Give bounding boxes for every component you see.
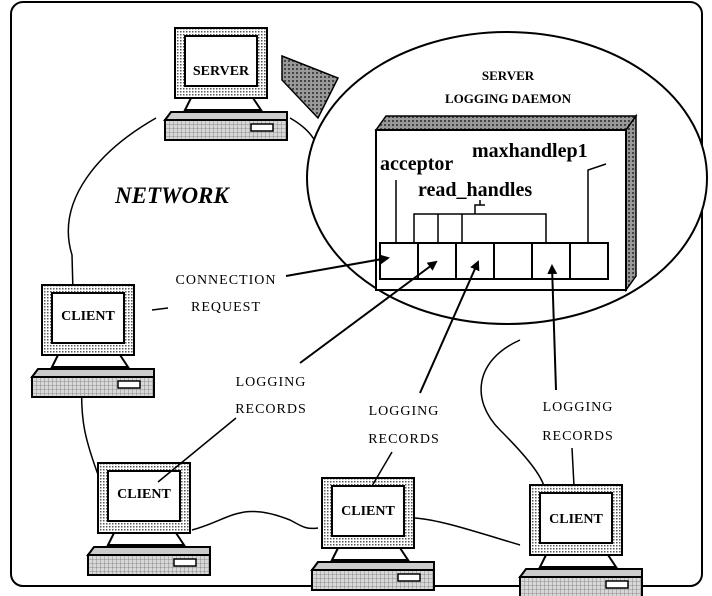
zoom-wedge <box>281 54 340 120</box>
handle-slot <box>493 242 533 280</box>
logging-records-1-arrow <box>299 260 438 364</box>
logging-records-3-line1: LOGGING <box>543 400 614 415</box>
client-3-monitor-label: CLIENT <box>341 504 395 519</box>
logging-records-1-line1: LOGGING <box>236 375 307 390</box>
connection-request-leader <box>151 307 169 311</box>
logging-records-3-line2: RECORDS <box>542 429 614 444</box>
logging-records-2-line1: LOGGING <box>369 404 440 419</box>
handle-slot <box>379 242 419 280</box>
connection-request-arrow <box>285 254 390 277</box>
server-monitor-label: SERVER <box>193 64 250 79</box>
logging-records-2-leader <box>371 451 393 487</box>
daemon-title-line2: LOGGING DAEMON <box>445 91 572 106</box>
daemon-title-line1: SERVER <box>482 68 535 83</box>
handle-slot <box>569 242 609 280</box>
logging-records-1-line2: RECORDS <box>235 402 307 417</box>
network-label: NETWORK <box>114 183 230 208</box>
client-1-monitor-label: CLIENT <box>61 309 115 324</box>
maxhandlep1-pointer-line <box>587 163 607 243</box>
maxhandlep1-label: maxhandlep1 <box>472 140 588 162</box>
read-handles-label: read_handles <box>418 179 532 201</box>
handle-slot <box>531 242 571 280</box>
logging-records-3-arrow <box>547 264 558 391</box>
handle-slots <box>379 242 609 280</box>
logging-records-2-arrow <box>419 260 480 394</box>
read-handles-bracket <box>413 200 547 243</box>
handle-slot <box>417 242 457 280</box>
connection-request-line2: REQUEST <box>191 300 261 315</box>
handle-slot <box>455 242 495 280</box>
logging-records-2-line2: RECORDS <box>368 432 440 447</box>
client-4-monitor-label: CLIENT <box>549 512 603 527</box>
logging-records-3-leader <box>571 447 575 487</box>
acceptor-label: acceptor <box>380 153 453 175</box>
logging-records-1-leader <box>157 417 237 483</box>
connection-request-line1: CONNECTION <box>176 273 277 288</box>
client-2-monitor-label: CLIENT <box>117 487 171 502</box>
